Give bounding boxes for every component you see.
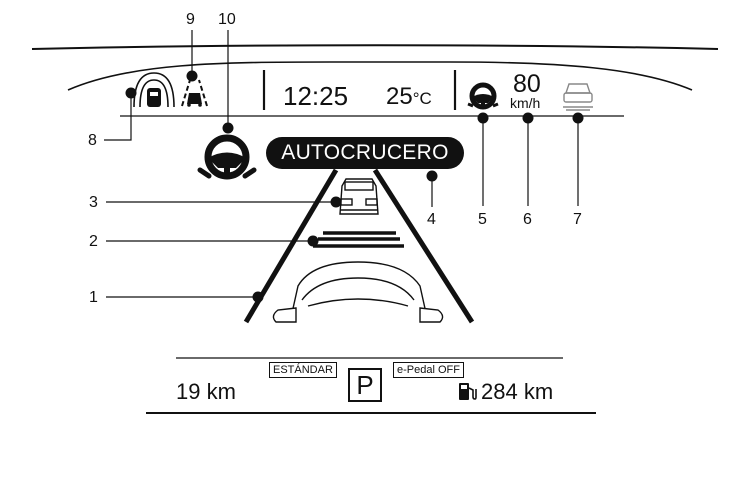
own-vehicle: [272, 261, 444, 323]
trip-distance: 19 km: [176, 379, 236, 404]
lead-vehicle: [339, 178, 379, 215]
callout-label-5: 5: [478, 211, 487, 228]
callout-label-8: 8: [88, 132, 97, 149]
callout-label-3: 3: [89, 194, 98, 211]
temperature-value: 25: [386, 83, 413, 110]
clock-display: 12:25: [283, 81, 349, 111]
following-distance-bars: [313, 231, 404, 248]
upper-panel-frame: [67, 61, 693, 91]
temperature-unit: °C: [412, 89, 432, 108]
callout-label-1: 1: [89, 289, 98, 306]
callout-label-7: 7: [573, 211, 582, 228]
drive-mode-badge: ESTÁNDAR: [269, 362, 337, 378]
status-banner: AUTOCRUCERO: [266, 137, 464, 169]
vehicle-ahead-icon: [563, 83, 593, 111]
fuel-pump-icon: [459, 383, 477, 400]
callout-label-4: 4: [427, 211, 436, 228]
callout-leaders: [104, 30, 579, 298]
callout-label-2: 2: [89, 233, 98, 250]
gear-indicator: P: [348, 368, 382, 402]
blind-spot-icon: [133, 72, 175, 108]
lane-departure-icon: [181, 79, 208, 107]
callout-label-9: 9: [186, 11, 195, 28]
fuel-range: 284 km: [481, 379, 554, 404]
epedal-status-badge: e-Pedal OFF: [393, 362, 464, 378]
steering-wheel-icon-large: [197, 134, 257, 180]
callout-label-6: 6: [523, 211, 532, 228]
callout-label-10: 10: [218, 11, 236, 28]
set-speed-unit: km/h: [510, 95, 541, 111]
set-speed-value: 80: [513, 70, 541, 98]
steering-wheel-icon: [467, 82, 499, 110]
dashboard-outline: [31, 44, 719, 50]
lane-line-right: [372, 168, 475, 324]
callout-dots: [125, 70, 584, 303]
outside-temperature: 25°C: [386, 85, 432, 109]
